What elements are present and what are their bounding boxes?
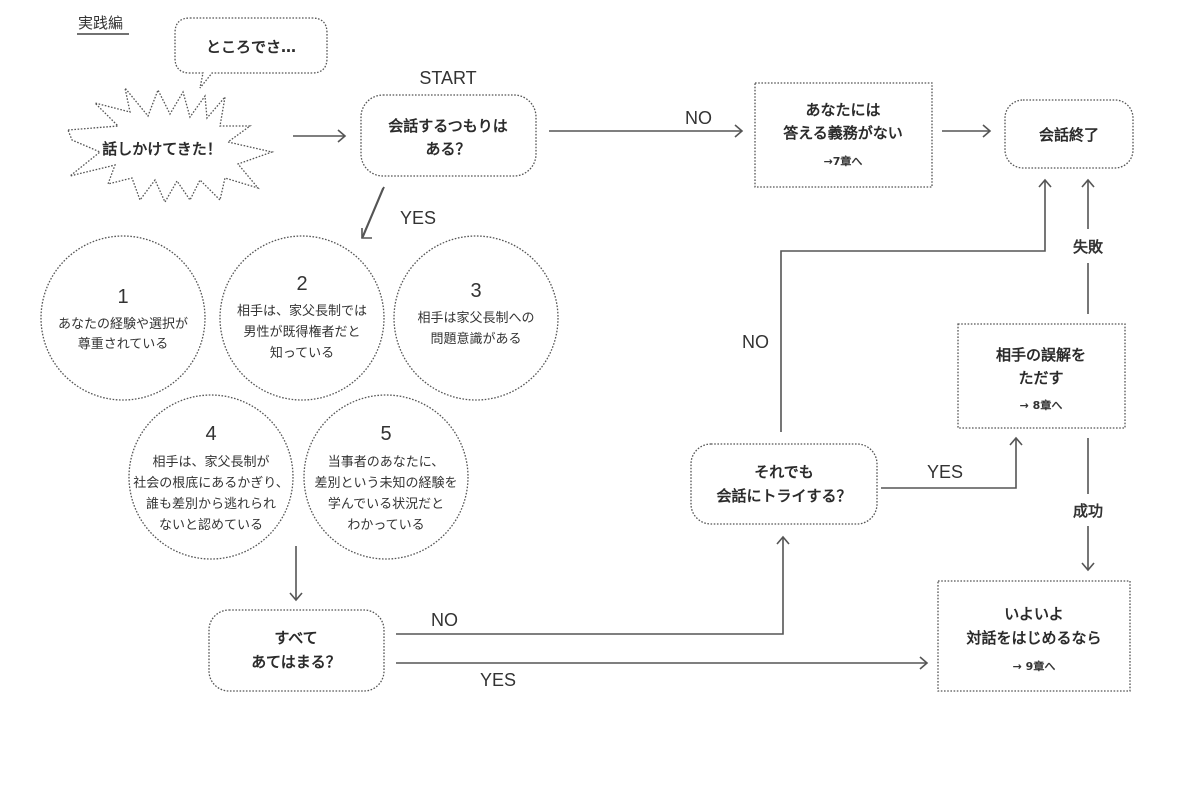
condition-5: 5 当事者のあなたに、 差別という未知の経験を 学んでいる状況だと わかっている	[303, 394, 469, 560]
dialogue-chapter-ref: → 9章へ	[1013, 659, 1056, 673]
no-duty-line1: あなたには	[805, 101, 880, 119]
edge-fail: 失敗	[1073, 238, 1104, 256]
correct-misunderstanding-node: 相手の誤解を ただす → 8章へ	[957, 323, 1126, 429]
start-node-line2: ある？	[425, 140, 470, 158]
correct-line2: ただす	[1018, 369, 1063, 387]
edge-all-no: NO	[431, 610, 458, 630]
end-node: 会話終了	[1004, 99, 1134, 169]
condition-text: 尊重されている	[78, 336, 169, 352]
correct-line1: 相手の誤解を	[996, 346, 1086, 364]
section-label: 実践編	[78, 14, 123, 32]
dialogue-node: いよいよ 対話をはじめるなら → 9章へ	[937, 580, 1131, 692]
try-anyway-line2: 会話にトライする？	[716, 487, 851, 505]
start-node: 会話するつもりは ある？	[360, 94, 537, 177]
end-node-text: 会話終了	[1039, 126, 1099, 144]
all-apply-line1: すべて	[274, 629, 317, 647]
edge-start-yes: YES	[400, 208, 436, 228]
condition-number: 2	[296, 273, 307, 295]
all-apply-line2: あてはまる？	[251, 653, 340, 671]
dialogue-line1: いよいよ	[1004, 605, 1063, 623]
condition-text: 問題意識がある	[430, 331, 521, 347]
speech-bubble: ところでさ…	[174, 17, 328, 89]
condition-text: 相手は家父長制への	[417, 310, 534, 326]
condition-text: わかっている	[347, 518, 424, 533]
condition-text: 差別という未知の経験を	[314, 475, 457, 491]
condition-text: 知っている	[270, 345, 334, 361]
edge-all-yes: YES	[480, 670, 516, 690]
condition-text: 学んでいる状況だと	[328, 496, 444, 512]
condition-number: 1	[117, 286, 128, 308]
edge-start-no: NO	[685, 108, 712, 128]
condition-4: 4 相手は、家父長制が 社会の根底にあるかぎり、 誰も差別から逃れられ ないと認…	[128, 394, 294, 560]
condition-1: 1 あなたの経験や選択が 尊重されている	[40, 235, 206, 401]
condition-3: 3 相手は家父長制への 問題意識がある	[393, 235, 559, 401]
condition-text: 誰も差別から逃れられ	[146, 496, 276, 512]
speech-bubble-text: ところでさ…	[206, 38, 296, 56]
try-anyway-node: それでも 会話にトライする？	[690, 443, 878, 525]
condition-text: 社会の根底にあるかぎり、	[133, 475, 288, 491]
burst-shape: 話しかけてきた！	[67, 87, 275, 204]
all-apply-node: すべて あてはまる？	[208, 609, 385, 692]
start-node-line1: 会話するつもりは	[388, 117, 507, 135]
condition-text: あなたの経験や選択が	[58, 317, 188, 332]
condition-text: 相手は、家父長制では	[237, 303, 367, 319]
condition-text: 相手は、家父長制が	[152, 454, 269, 470]
condition-number: 3	[470, 280, 481, 302]
correct-chapter-ref: → 8章へ	[1020, 398, 1063, 412]
try-anyway-line1: それでも	[754, 463, 814, 481]
condition-text: ないと認めている	[159, 517, 263, 533]
condition-number: 4	[205, 423, 216, 445]
condition-number: 5	[380, 423, 391, 445]
condition-text: 男性が既得権者だと	[243, 324, 360, 340]
dialogue-line2: 対話をはじめるなら	[965, 629, 1101, 647]
start-label: START	[419, 68, 476, 88]
no-duty-line2: 答える義務がない	[783, 124, 903, 142]
burst-text: 話しかけてきた！	[102, 140, 222, 158]
edge-try-yes: YES	[927, 462, 963, 482]
edge-success: 成功	[1073, 502, 1103, 520]
no-duty-chapter-ref: →7章へ	[824, 154, 863, 168]
edge-try-no: NO	[742, 332, 769, 352]
condition-text: 当事者のあなたに、	[328, 455, 445, 470]
condition-2: 2 相手は、家父長制では 男性が既得権者だと 知っている	[219, 235, 385, 401]
no-duty-node: あなたには 答える義務がない →7章へ	[754, 82, 933, 188]
